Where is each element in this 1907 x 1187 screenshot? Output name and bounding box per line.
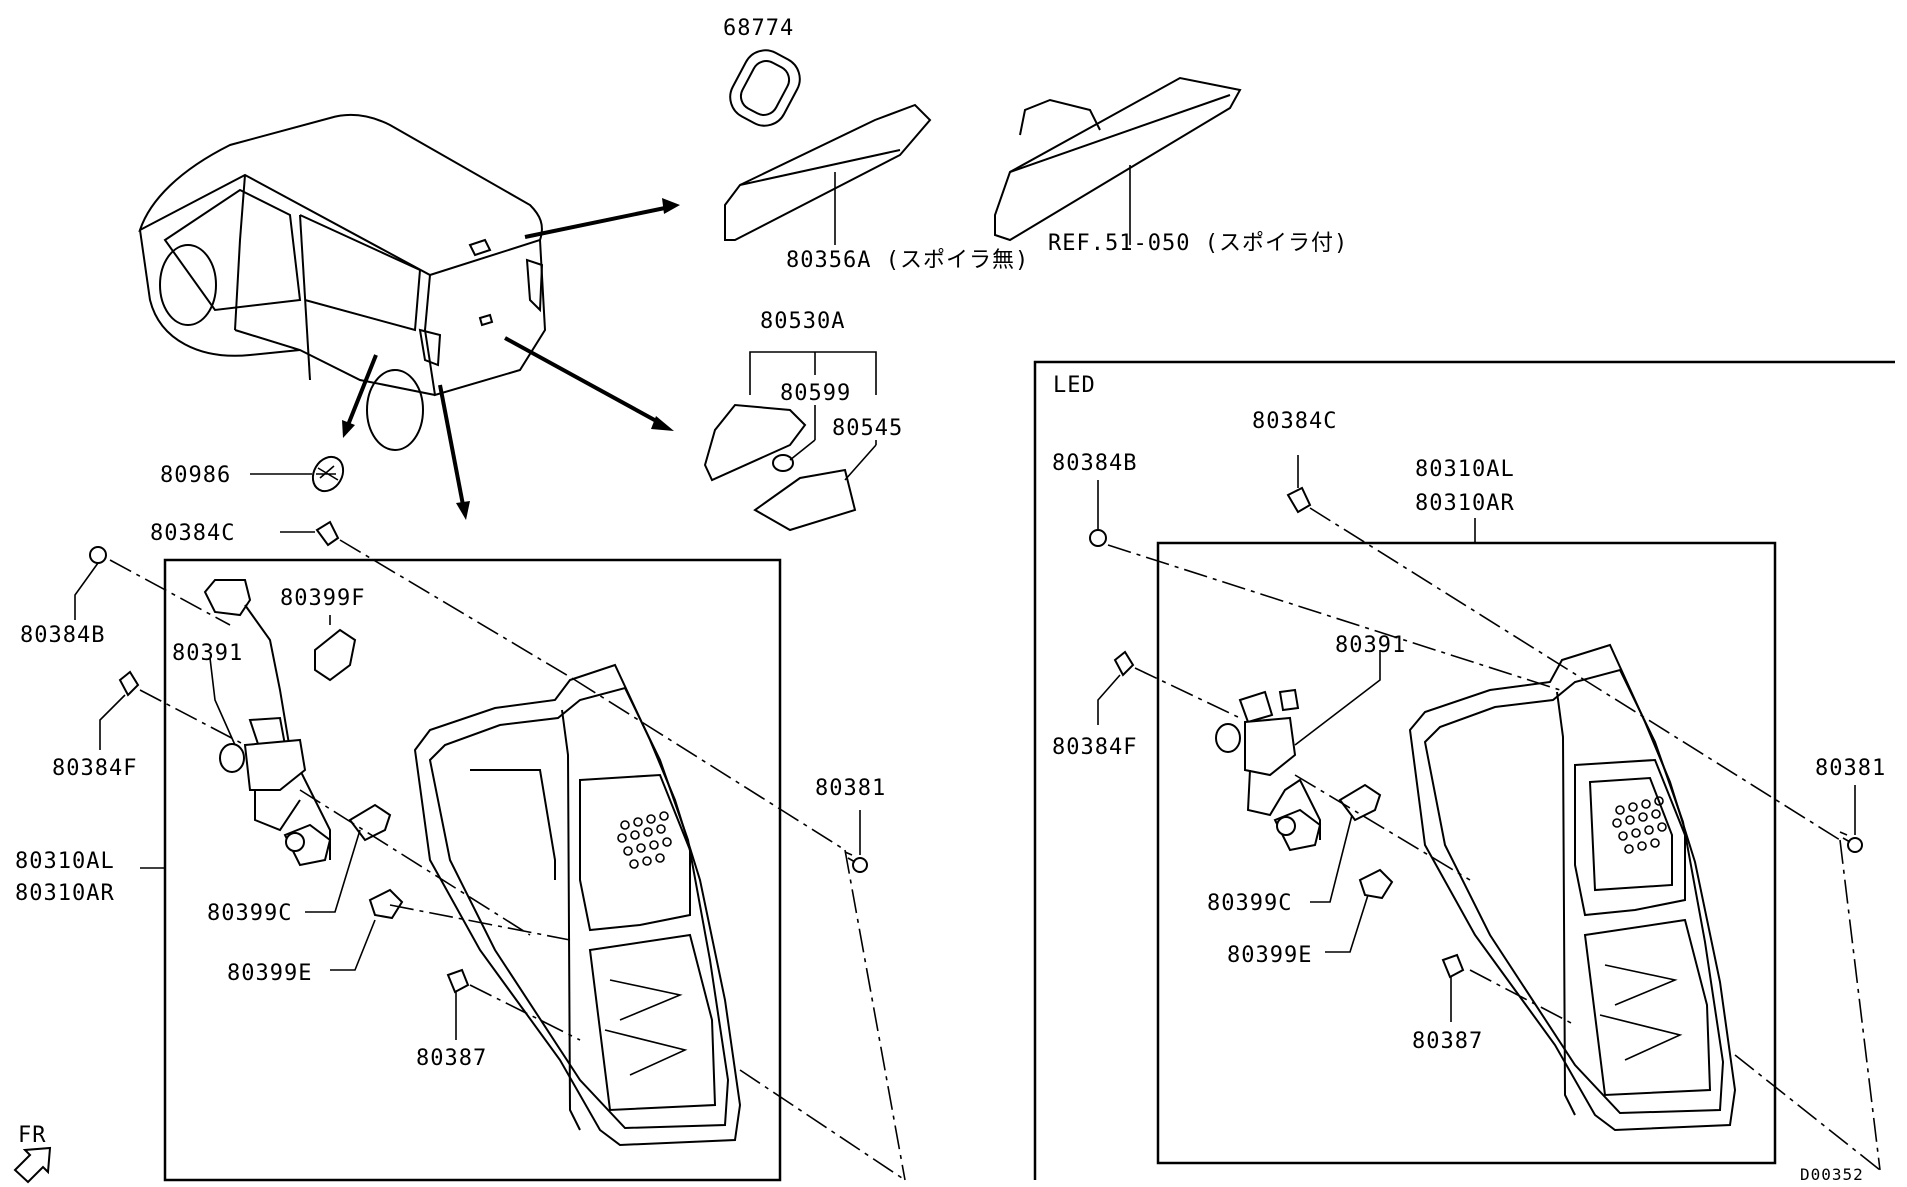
clip-80387-left (446, 968, 470, 1040)
vehicle-illustration (138, 113, 547, 451)
label-80387-right: 80387 (1412, 1029, 1483, 1054)
label-80310AL-right: 80310AL (1415, 457, 1515, 482)
label-80310AR-right: 80310AR (1415, 491, 1515, 516)
license-lamp-group (703, 351, 877, 532)
label-ref-51-050: REF.51-050 (スポイラ付) (1048, 231, 1348, 256)
label-80387-left: 80387 (416, 1046, 487, 1071)
label-80391-left: 80391 (172, 641, 243, 666)
label-68774: 68774 (723, 16, 794, 41)
right-socket-harness (1215, 688, 1322, 852)
led-dots-right (1612, 796, 1667, 854)
label-80381-right: 80381 (1815, 756, 1886, 781)
label-80384B-left: 80384B (20, 623, 105, 648)
left-socket-harness (203, 579, 332, 867)
left-assembly-dashed-lines (109, 539, 906, 1181)
part-labels: 68774 80356A (スポイラ無) REF.51-050 (スポイラ付) … (15, 16, 1886, 1184)
label-80530A: 80530A (760, 309, 845, 334)
label-80310AR-left: 80310AR (15, 881, 115, 906)
fastener-80384C-left (280, 520, 340, 547)
fastener-80384B-left (74, 546, 107, 620)
front-direction-arrow (13, 1146, 52, 1184)
label-80399C-left: 80399C (207, 901, 292, 926)
label-80384F-left: 80384F (52, 756, 137, 781)
left-leader-lines (209, 657, 376, 971)
spoiler-lamp-ref (994, 76, 1242, 245)
callout-arrows (342, 198, 680, 520)
right-assembly-dashed-lines (1107, 507, 1881, 1171)
label-80384F-right: 80384F (1052, 735, 1137, 760)
screw-80381-right (1839, 785, 1863, 853)
label-80310AL-left: 80310AL (15, 849, 115, 874)
label-80599: 80599 (780, 381, 851, 406)
bulb-80399F-left (314, 615, 357, 682)
label-80381-left: 80381 (815, 776, 886, 801)
led-dots-left (617, 811, 672, 869)
right-lamp-body (1408, 643, 1737, 1132)
label-80399F: 80399F (280, 586, 365, 611)
label-80384C-left: 80384C (150, 521, 235, 546)
label-80399E-right: 80399E (1227, 943, 1312, 968)
screw-80381-left (844, 810, 868, 873)
label-80391-right: 80391 (1335, 633, 1406, 658)
fastener-80384F-left (99, 670, 140, 750)
label-80384C-right: 80384C (1252, 409, 1337, 434)
fastener-80384B-right (1089, 480, 1107, 547)
right-lamp-box (1156, 541, 1777, 1165)
label-80545: 80545 (832, 416, 903, 441)
reflector (250, 455, 345, 493)
led-section-frame (1033, 360, 1895, 1180)
high-mount-stop-lamp (724, 49, 932, 245)
label-fr: FR (18, 1123, 47, 1148)
bulb-80399E-right (1358, 868, 1394, 900)
right-leader-lines (1294, 650, 1381, 953)
left-lamp-box (163, 558, 782, 1182)
label-80384B-right: 80384B (1052, 451, 1137, 476)
left-lamp-body (413, 663, 742, 1147)
bulb-80399E-left (368, 888, 404, 920)
fastener-80384F-right (1097, 650, 1135, 725)
bulb-80399C-right (1338, 783, 1382, 822)
label-led: LED (1053, 373, 1096, 398)
label-80399E-left: 80399E (227, 961, 312, 986)
diagram-code: D00352 (1800, 1165, 1864, 1184)
fastener-80384C-right (1286, 455, 1312, 514)
clip-80387-right (1441, 953, 1465, 1022)
label-80986: 80986 (160, 463, 231, 488)
label-80399C-right: 80399C (1207, 891, 1292, 916)
label-80356A: 80356A (スポイラ無) (786, 248, 1029, 273)
